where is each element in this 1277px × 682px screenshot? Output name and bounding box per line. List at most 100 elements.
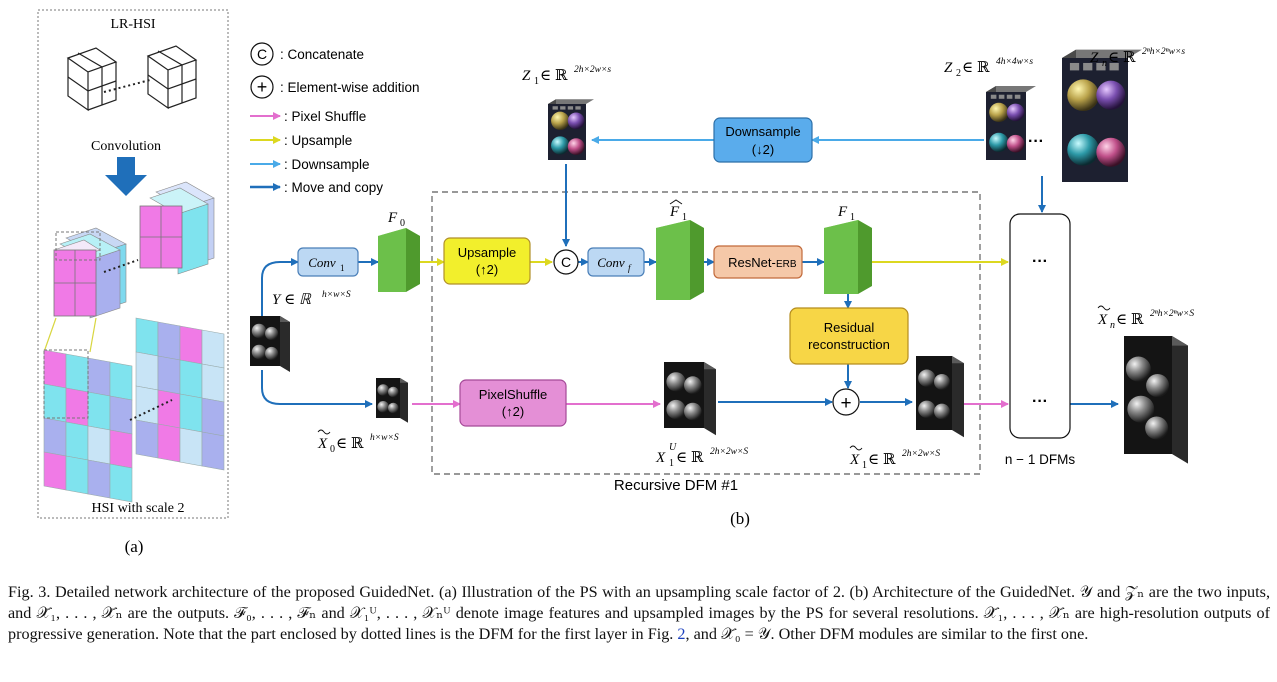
grid-cell (43, 451, 67, 491)
z1-label: Z (522, 68, 531, 84)
grid-cell (201, 329, 225, 369)
legend-downsample: : Downsample (284, 157, 370, 172)
cube-xn-sphere (1127, 395, 1155, 423)
z2-sub: 2 (956, 68, 961, 79)
cube-z1-sphere-pink (567, 138, 585, 155)
cube-y-sphere (265, 346, 279, 361)
lr-grid-right (146, 45, 198, 110)
legend-pixel-shuffle: : Pixel Shuffle (284, 109, 366, 124)
grid-cell (135, 419, 159, 459)
cube-z1-sphere-purple (567, 112, 585, 130)
z-dots: ··· (1028, 133, 1044, 150)
cube-z2-top (986, 86, 1036, 92)
recursive-dfm-label: Recursive DFM #1 (614, 477, 738, 494)
downsample-label-1: Downsample (725, 124, 800, 139)
zn-sup: 2ⁿh×2ⁿw×s (1142, 47, 1185, 57)
f1-label: F (837, 204, 848, 220)
cube-z1-swatch (560, 106, 566, 110)
cube-z2-swatch (1014, 94, 1021, 99)
cube-z2-swatch (1006, 94, 1013, 99)
cube-x1u-sphere (666, 372, 686, 392)
resnet-label: ResNet- (728, 255, 776, 270)
z2-sup: 4h×4w×s (996, 57, 1033, 67)
cube-x1-sphere (918, 369, 936, 387)
f1hat-label: F (669, 204, 680, 220)
feature-dots (103, 259, 139, 273)
upsample-label-2: (↑2) (476, 262, 498, 277)
residual-label-1: Residual (824, 320, 875, 335)
caption-figure-ref[interactable]: 2 (677, 625, 686, 643)
cube-zn-sphere-teal (1067, 133, 1099, 166)
grid-cell (201, 363, 225, 403)
upsample-label-1: Upsample (458, 245, 517, 260)
convolution-arrow (105, 157, 147, 196)
lr-grid-left (66, 47, 118, 112)
x1u-supU: U (669, 442, 677, 453)
cube-zn-sphere-yellow (1067, 79, 1099, 112)
cube-y (250, 316, 290, 372)
caption-text-1: Fig. 3. Detailed network architecture of… (8, 583, 1270, 643)
panel-a-bottom-label: HSI with scale 2 (92, 501, 185, 516)
grid-cell (179, 359, 203, 399)
panel-a-sublabel: (a) (125, 537, 144, 556)
hsi-grid-left (43, 349, 133, 503)
grid-cell (135, 317, 159, 357)
x0-tilde (317, 429, 331, 435)
x1u-label: X (655, 450, 666, 466)
grid-cell (201, 397, 225, 437)
dfm-box (431, 191, 981, 475)
xn-label: X (1097, 312, 1108, 328)
grid-cell (135, 385, 159, 425)
cube-zn (1062, 49, 1142, 182)
resnet-erb-block (713, 245, 803, 279)
cube-z1-sphere-yellow (551, 111, 570, 130)
x0-label: X (317, 436, 328, 452)
cube-z2-sphere-purple (1006, 103, 1025, 122)
grid-cell (43, 349, 67, 389)
legend-upsample: : Upsample (284, 133, 352, 148)
cube-x1 (916, 356, 964, 438)
convolution-label: Convolution (91, 139, 161, 154)
grid-cell (87, 357, 111, 397)
pixelshuffle-label-2: (↑2) (502, 404, 524, 419)
cube-y-side (280, 316, 290, 372)
convf-label: Conv (597, 255, 625, 270)
zn-sub: n (1102, 58, 1107, 69)
zn-rest: ∈ ℝ (1108, 50, 1136, 66)
x1u-sub: 1 (669, 458, 674, 469)
cube-z2-sphere-pink (1006, 134, 1025, 153)
cube-xn-front (1124, 336, 1172, 454)
x1-sub: 1 (862, 460, 867, 471)
z1-sub: 1 (534, 76, 539, 87)
cube-xn-sphere (1125, 356, 1151, 382)
panel-b-sublabel: (b) (730, 509, 750, 528)
xn-tilde (1097, 305, 1111, 311)
legend-concat-label: : Concatenate (280, 47, 364, 62)
grid-cell (87, 425, 111, 465)
cube-z1-top (548, 99, 594, 104)
legend-concat-icon (250, 42, 274, 66)
cube-zn-swatch (1096, 62, 1106, 71)
cube-zn-swatch (1083, 62, 1093, 71)
grid-cell (43, 383, 67, 423)
zn-label: Z (1090, 50, 1099, 66)
add-node (832, 388, 860, 416)
xn-sup: 2ⁿh×2ⁿw×S (1150, 309, 1194, 319)
cube-z1-sphere-teal (551, 136, 570, 155)
lr-grid-dots (103, 79, 151, 93)
feature-stack-right (139, 181, 215, 275)
z2-label: Z (944, 60, 953, 76)
grid-cell (135, 351, 159, 391)
cube-z2-swatch (990, 94, 997, 99)
grid-highlight (43, 349, 89, 419)
legend-add-label: : Element-wise addition (280, 80, 420, 95)
legend-concat-symbol: C (257, 46, 267, 62)
cube-zn-top (1062, 49, 1142, 58)
x0-rest: ∈ ℝ (336, 436, 364, 452)
x1-label: X (849, 452, 860, 468)
x0-sup: h×w×S (370, 433, 399, 443)
n-dfms-label: n − 1 DFMs (1005, 452, 1075, 467)
panel-a-frame (37, 9, 229, 519)
z1-sup: 2h×2w×s (574, 65, 611, 75)
conv1-sub: 1 (340, 263, 345, 273)
